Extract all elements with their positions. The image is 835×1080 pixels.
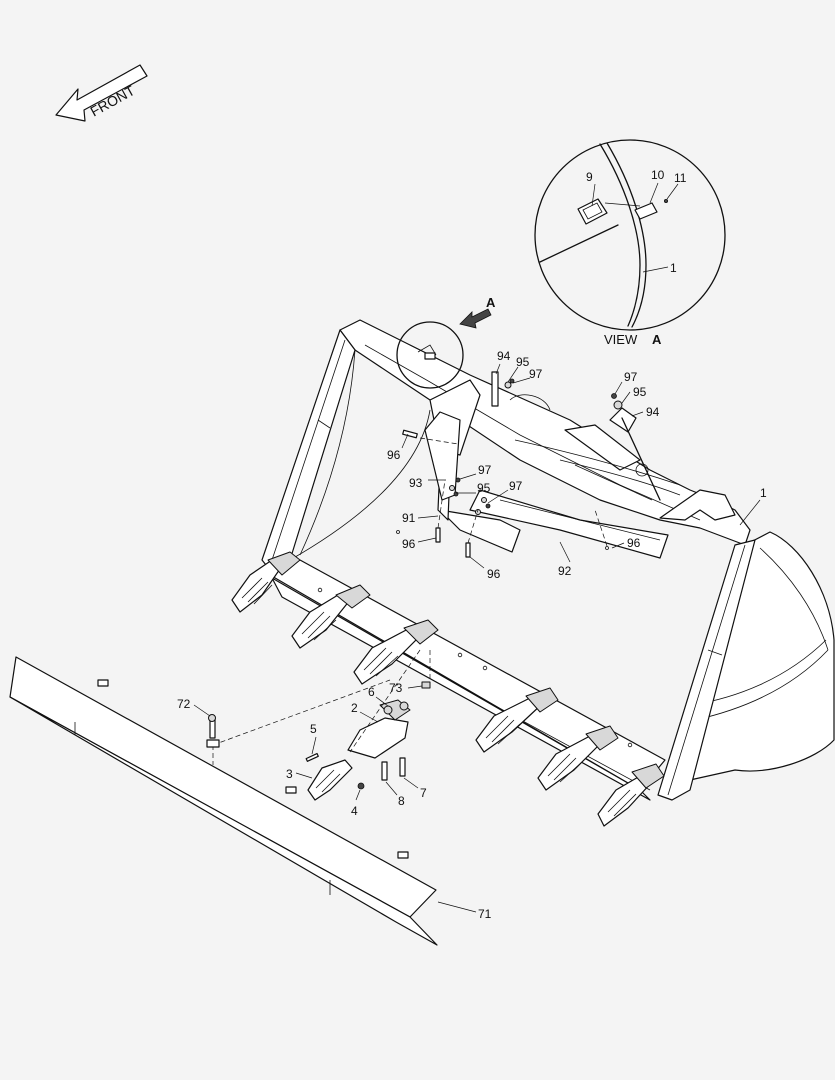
callout-94-right: 94 xyxy=(646,405,660,419)
nut-6a xyxy=(383,705,393,715)
tooth-5 xyxy=(537,725,619,791)
bolt-96-left xyxy=(402,429,418,439)
stacked-hardware xyxy=(449,477,491,515)
bucket-crease-line xyxy=(539,224,619,263)
retainer-4 xyxy=(357,782,365,790)
callout-9: 9 xyxy=(586,170,593,184)
plate-91 xyxy=(439,509,521,553)
callout-92: 92 xyxy=(558,564,572,578)
callout-10: 10 xyxy=(651,168,665,182)
callout-2: 2 xyxy=(351,701,358,715)
pin-5 xyxy=(305,752,319,762)
callout-8: 8 xyxy=(398,794,405,808)
callout-5: 5 xyxy=(310,722,317,736)
direction-arrow-a: A xyxy=(459,295,496,329)
callout-94-top: 94 xyxy=(497,349,511,363)
callout-73: 73 xyxy=(389,681,403,695)
view-label: VIEW xyxy=(604,332,638,347)
hinge-plate xyxy=(564,424,641,471)
leader-lines xyxy=(193,363,761,913)
point-3 xyxy=(307,759,353,801)
callout-7: 7 xyxy=(420,786,427,800)
washer-95 xyxy=(613,400,623,410)
view-a-detail: 9 10 11 1 VIEW A xyxy=(534,139,726,347)
callout-numbers: 94 95 97 97 95 94 96 1 93 97 95 97 91 96… xyxy=(177,349,767,921)
callout-96-left: 96 xyxy=(387,448,401,462)
bucket-edge-curve-inner xyxy=(606,142,647,328)
callout-97-right: 97 xyxy=(624,370,638,384)
cutting-edge-plate xyxy=(9,656,438,946)
callout-95-right: 95 xyxy=(633,385,647,399)
adapter-2 xyxy=(347,717,409,759)
callout-91: 91 xyxy=(402,511,416,525)
callout-71: 71 xyxy=(478,907,492,921)
callout-96-low: 96 xyxy=(487,567,501,581)
bucket-teeth xyxy=(231,551,665,827)
callout-3: 3 xyxy=(286,767,293,781)
rivet-11 xyxy=(664,198,669,203)
arrow-a-icon xyxy=(459,308,492,329)
corner-cap xyxy=(659,489,736,521)
nut-97 xyxy=(611,393,617,399)
callout-95-top: 95 xyxy=(516,355,530,369)
left-arrow-icon xyxy=(55,64,148,122)
bolt-7 xyxy=(399,757,406,777)
bolt-8 xyxy=(381,761,388,781)
bucket-shell xyxy=(689,531,835,781)
marker-circle xyxy=(396,321,464,389)
base-edge xyxy=(269,559,666,791)
detail-circle xyxy=(534,139,726,331)
tooth-3 xyxy=(353,619,439,685)
nut-6b xyxy=(399,701,409,711)
exploded-tooth xyxy=(212,649,431,801)
callout-97-mid: 97 xyxy=(478,463,492,477)
callout-1-main: 1 xyxy=(760,486,767,500)
callout-72: 72 xyxy=(177,697,191,711)
callout-6: 6 xyxy=(368,685,375,699)
view-letter: A xyxy=(652,332,662,347)
bolt-94 xyxy=(491,371,499,407)
bucket-edge-curve xyxy=(599,143,641,327)
callout-96-right: 96 xyxy=(627,536,641,550)
callout-11: 11 xyxy=(674,171,687,185)
callout-93: 93 xyxy=(409,476,423,490)
detail-marker xyxy=(396,321,464,389)
callout-97-top: 97 xyxy=(529,367,543,381)
arrow-a-letter: A xyxy=(486,295,496,310)
bracket-94a xyxy=(424,411,461,501)
front-arrow: FRONT xyxy=(55,64,148,122)
bucket-body xyxy=(261,319,835,801)
plate-10 xyxy=(634,202,658,220)
callout-4: 4 xyxy=(351,804,358,818)
nut-73 xyxy=(421,681,431,689)
plate-9 xyxy=(577,198,608,225)
tooth-4 xyxy=(475,687,559,753)
callout-97-mid2: 97 xyxy=(509,479,523,493)
cutting-edge xyxy=(269,559,666,801)
tooth-1 xyxy=(231,551,301,613)
wear-plate-assembly xyxy=(396,371,669,559)
callout-95-mid: 95 xyxy=(477,481,491,495)
callout-1-view: 1 xyxy=(670,261,677,275)
tooth-6 xyxy=(597,763,665,827)
tooth-2 xyxy=(291,584,371,649)
callout-96-mid: 96 xyxy=(402,537,416,551)
